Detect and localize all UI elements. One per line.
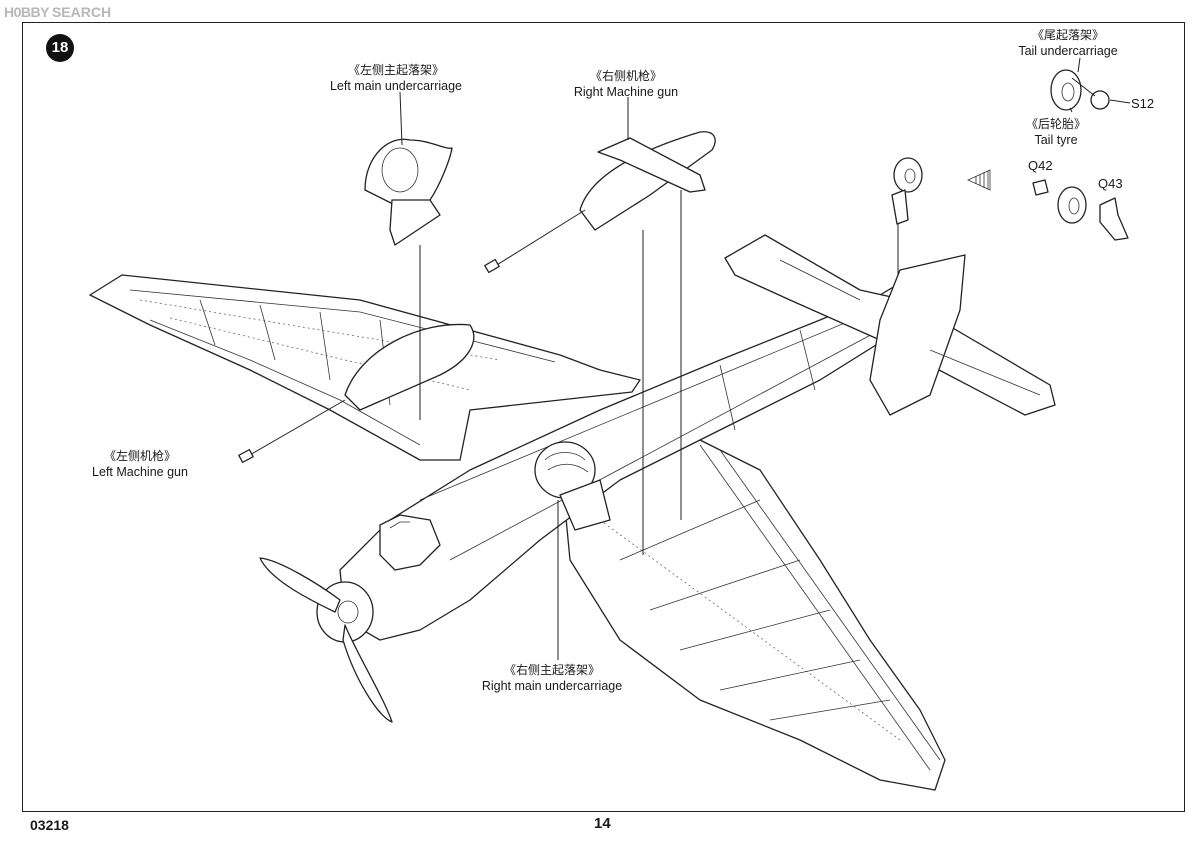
tailplane [724,234,1056,416]
callout-right-main-undercarriage: 《右侧主起落架》 Right main undercarriage [481,663,623,693]
part-code-s12: S12 [1131,96,1155,111]
callout-left-machine-gun: 《左侧机枪》 Left Machine gun [92,449,188,479]
direction-arrow-icon [967,169,991,191]
left-main-undercarriage-part [364,138,453,246]
right-wing [559,439,946,791]
right-main-undercarriage-installed [534,441,611,531]
part-code-q43: Q43 [1098,176,1123,191]
step-number-badge: 18 [46,34,74,62]
callout-right-machine-gun: 《右侧机枪》 Right Machine gun [573,69,679,99]
nose-and-propeller [259,557,393,723]
callout-tail-undercarriage: 《尾起落架》 Tail undercarriage [1018,28,1118,58]
left-machine-gun-installed [238,323,475,463]
callout-tail-tyre: 《后轮胎》 Tail tyre [1025,117,1087,147]
watermark-text: SEARCH [51,4,112,20]
page-number: 14 [594,815,611,832]
canopy [379,514,441,571]
right-machine-gun-part [484,131,716,274]
tail-undercarriage-parts [891,69,1129,241]
watermark-logo: H0BBY [4,4,49,20]
watermark: H0BBY SEARCH [4,4,111,20]
leader-lines [399,57,1131,660]
model-code: 03218 [30,817,69,833]
part-code-q42: Q42 [1028,158,1053,173]
page-frame [22,22,1185,812]
callout-left-main-undercarriage: 《左侧主起落架》 Left main undercarriage [329,63,463,93]
